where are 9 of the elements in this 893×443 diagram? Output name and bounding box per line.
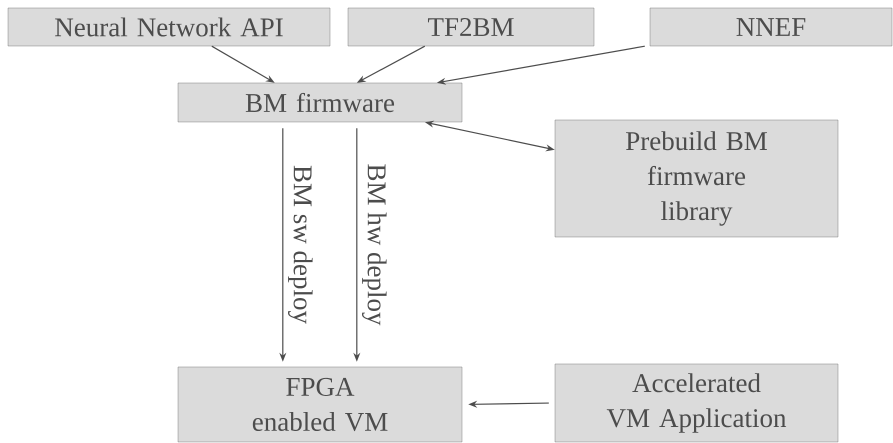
process-box: FPGA enabled VM (178, 366, 462, 442)
process-box: Neural Network API (8, 8, 330, 46)
process-box: NNEF (650, 8, 892, 46)
edge-label: BM sw deploy (288, 166, 313, 324)
edge-label: BM hw deploy (362, 164, 387, 326)
process-box: Prebuild BM firmware library (554, 120, 838, 238)
process-box: BM firmware (178, 82, 462, 122)
process-box: TF2BM (348, 8, 594, 46)
process-box: Accelerated VM Application (554, 364, 838, 442)
